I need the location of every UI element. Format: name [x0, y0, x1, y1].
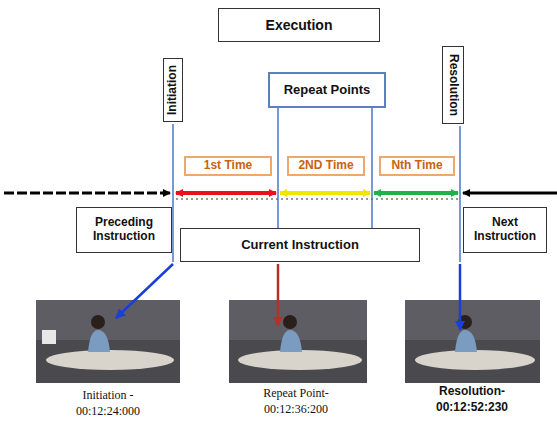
- photo-caption: Repeat Point- 00:12:36:200: [250, 386, 342, 417]
- dotted-line: [176, 198, 458, 199]
- resolution-line: [459, 126, 461, 262]
- marker-box: Initiation: [163, 58, 183, 122]
- node-label: Execution: [263, 17, 336, 33]
- node-label: Next Instruction: [464, 216, 546, 244]
- node-label: Current Instruction: [238, 238, 362, 253]
- photo-caption: Resolution- 00:12:52:230: [426, 384, 518, 415]
- second-time-arrow: [280, 191, 370, 195]
- photo-arrow: [459, 264, 462, 330]
- node-label: Resolution: [446, 54, 460, 116]
- node-label: Repeat Points: [281, 83, 374, 98]
- node-label: Nth Time: [388, 159, 445, 173]
- nth-time-arrow: [374, 191, 458, 195]
- instruction-box: Preceding Instruction: [76, 207, 172, 253]
- node-label: 1st Time: [201, 159, 255, 173]
- first-time-arrow: [176, 191, 276, 195]
- stage-box: Execution: [218, 8, 380, 42]
- next-arrow: [463, 192, 557, 195]
- node-label: Preceding Instruction: [77, 216, 171, 244]
- instruction-box: Next Instruction: [463, 207, 547, 253]
- iteration-box: 1st Time: [184, 156, 272, 176]
- node-label: Initiation: [166, 65, 180, 115]
- repeat-point-line: [277, 108, 279, 228]
- iteration-box: Nth Time: [379, 156, 455, 176]
- photo: [36, 300, 180, 383]
- photo-arrow: [116, 264, 173, 318]
- preceding-arrow: [4, 192, 170, 195]
- group-box: Repeat Points: [268, 72, 386, 108]
- instruction-box: Current Instruction: [180, 228, 420, 262]
- photo-arrow: [277, 264, 280, 326]
- photo: [405, 300, 540, 383]
- marker-box: Resolution: [442, 46, 464, 124]
- iteration-box: 2ND Time: [287, 156, 365, 176]
- initiation-line: [172, 124, 174, 262]
- node-label: 2ND Time: [295, 159, 356, 173]
- repeat-point-line: [371, 108, 373, 228]
- photo: [229, 300, 367, 383]
- photo-caption: Initiation - 00:12:24:000: [62, 388, 154, 419]
